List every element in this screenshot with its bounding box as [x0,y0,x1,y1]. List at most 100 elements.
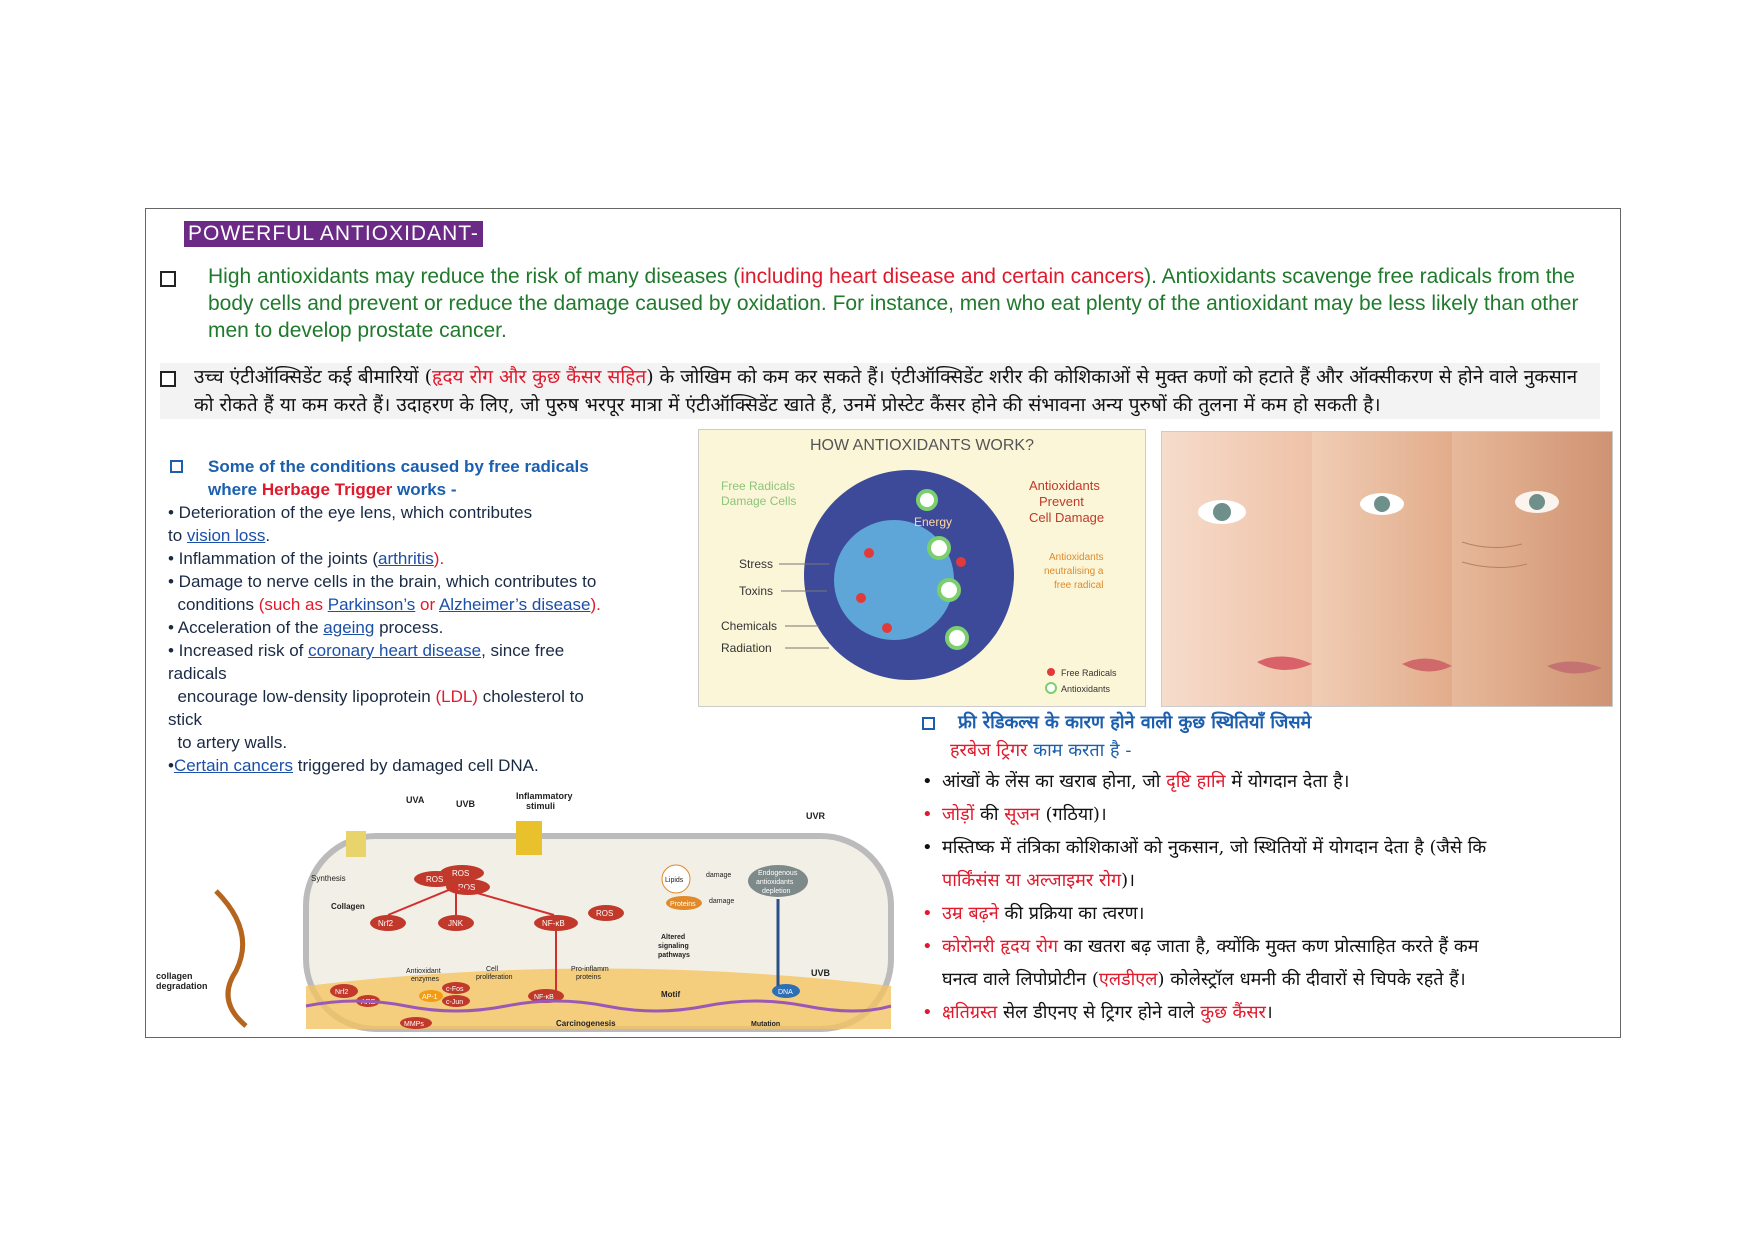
list-item: • Deterioration of the eye lens, which c… [168,503,533,522]
svg-text:enzymes: enzymes [411,976,440,983]
collagen-fiber [214,889,248,1028]
conditions-heading-2a: where [208,480,258,499]
antioxidant-dot [927,536,951,560]
list-item: •जोड़ों की सूजन (गठिया)। [922,804,1107,825]
arthritis-link[interactable]: arthritis [378,549,434,568]
free-radical-dot [956,557,966,567]
svg-text:depletion: depletion [762,888,791,895]
oxidative-stress-pathway-diagram: UVA UVB Inflammatory stimuli UVR UVB Syn… [156,791,916,1033]
free-radical-dot [882,623,892,633]
svg-text:UVB: UVB [456,799,476,809]
list-item: • Damage to nerve cells in the brain, wh… [168,572,597,591]
list-item: conditions (such as Parkinson’s or Alzhe… [177,595,601,614]
svg-text:DNA: DNA [778,989,793,996]
svg-text:Nrf2: Nrf2 [378,919,394,928]
list-item: • Inflammation of the joints (arthritis)… [168,549,445,568]
svg-text:UVR: UVR [806,811,826,821]
content-frame: POWERFUL ANTIOXIDANT- High antioxidants … [145,208,1621,1038]
svg-text:Radiation: Radiation [721,641,772,655]
conditions-heading-1: Some of the conditions caused by free ra… [208,457,589,476]
svg-text:Cell: Cell [486,966,499,973]
svg-text:Toxins: Toxins [739,584,773,598]
svg-text:Antioxidants: Antioxidants [1061,684,1111,694]
conditions-list-hi: फ्री रेडिकल्स के कारण होने वाली कुछ स्थि… [922,709,1612,1029]
hindi-paragraph: उच्च एंटीऑक्सिडेंट कई बीमारियों (हृदय रो… [160,363,1600,419]
list-item: •मस्तिष्क में तंत्रिका कोशिकाओं को नुकसा… [922,837,1487,858]
list-item: radicals [168,664,227,683]
svg-text:proliferation: proliferation [476,974,513,981]
list-item: to vision loss. [168,526,271,545]
antioxidant-diagram: HOW ANTIOXIDANTS WORK? Free Radicals Dam… [698,429,1146,707]
svg-text:proteins: proteins [576,974,601,981]
svg-text:antioxidants: antioxidants [756,879,794,886]
checkbox-bullet-icon [922,717,935,730]
receptor-icon [516,821,542,855]
list-item: • Acceleration of the ageing process. [168,618,444,637]
svg-text:damage: damage [706,872,731,879]
list-item: •Certain cancers triggered by damaged ce… [168,756,539,775]
svg-text:neutralising a: neutralising a [1044,566,1104,577]
hi-text-red: हृदय रोग और कुछ कैंसर सहित [432,366,647,388]
face-old [1452,432,1612,706]
svg-text:Free Radicals: Free Radicals [721,479,795,493]
svg-text:JNK: JNK [448,919,464,928]
list-item: पार्किंसंस या अल्जाइमर रोग)। [942,870,1136,891]
legend-antioxidant-icon [1045,682,1057,694]
svg-text:Carcinogenesis: Carcinogenesis [556,1019,616,1028]
en-text-red: including heart disease and certain canc… [740,265,1145,288]
svg-text:Energy: Energy [914,515,952,529]
list-item: stick [168,710,202,729]
ageing-link[interactable]: ageing [323,618,375,637]
svg-text:UVA: UVA [406,795,425,805]
parkinsons-link[interactable]: Parkinson’s [327,595,416,614]
svg-text:ROS: ROS [458,883,475,892]
svg-text:Synthesis: Synthesis [311,874,346,883]
svg-text:Antioxidant: Antioxidant [406,968,441,975]
svg-text:c-Fos: c-Fos [446,986,464,993]
svg-text:Proteins: Proteins [670,901,696,908]
cell-nucleus [834,520,954,640]
vision-loss-link[interactable]: vision loss [186,526,266,545]
dna-helix [305,999,892,1013]
svg-text:ROS: ROS [426,875,443,884]
antioxidant-dot [916,489,938,511]
svg-text:signaling: signaling [658,943,689,950]
svg-text:Free Radicals: Free Radicals [1061,668,1117,678]
brand-name: Herbage Trigger [261,480,393,499]
svg-text:AP-1: AP-1 [422,994,438,1001]
antioxidant-dot [945,626,969,650]
checkbox-bullet-icon [160,271,176,287]
svg-text:ROS: ROS [452,869,469,878]
svg-text:Nrf2: Nrf2 [335,989,348,996]
checkbox-bullet-icon [160,371,176,387]
conditions-list-en: Some of the conditions caused by free ra… [168,455,688,777]
svg-text:Endogenous: Endogenous [758,870,798,877]
en-text-1: High antioxidants may reduce the risk of… [208,265,741,288]
page-title: POWERFUL ANTIOXIDANT- [184,221,483,247]
english-paragraph: High antioxidants may reduce the risk of… [160,263,1600,344]
hi-heading-1: फ्री रेडिकल्स के कारण होने वाली कुछ स्थि… [958,712,1312,733]
receptor-icon [346,831,366,857]
svg-text:ROS: ROS [596,909,613,918]
coronary-heart-disease-link[interactable]: coronary heart disease [308,641,482,660]
svg-text:Damage Cells: Damage Cells [721,494,796,508]
svg-text:stimuli: stimuli [526,801,555,811]
conditions-heading-2b: works - [396,480,457,499]
legend-free-radical-icon [1047,668,1055,676]
svg-text:pathways: pathways [658,952,690,959]
alzheimers-link[interactable]: Alzheimer’s disease [438,595,591,614]
diagram-title: HOW ANTIOXIDANTS WORK? [810,437,1034,454]
hi-brand-name: हरबेज ट्रिगर [950,740,1028,761]
svg-text:degradation: degradation [156,981,208,991]
en-text-2: ). Antioxidants scavenge free radicals f… [208,265,1579,342]
svg-text:Collagen: Collagen [331,902,365,911]
svg-text:UVB: UVB [811,968,831,978]
svg-text:collagen: collagen [156,971,193,981]
svg-text:MMPs: MMPs [404,1021,424,1028]
svg-text:Motif: Motif [661,990,680,999]
svg-text:Pro-inflamm: Pro-inflamm [571,966,609,973]
aging-faces-image [1161,431,1613,707]
checkbox-bullet-icon [170,460,183,473]
svg-text:c-Jun: c-Jun [446,999,463,1006]
certain-cancers-link[interactable]: Certain cancers [173,756,294,775]
